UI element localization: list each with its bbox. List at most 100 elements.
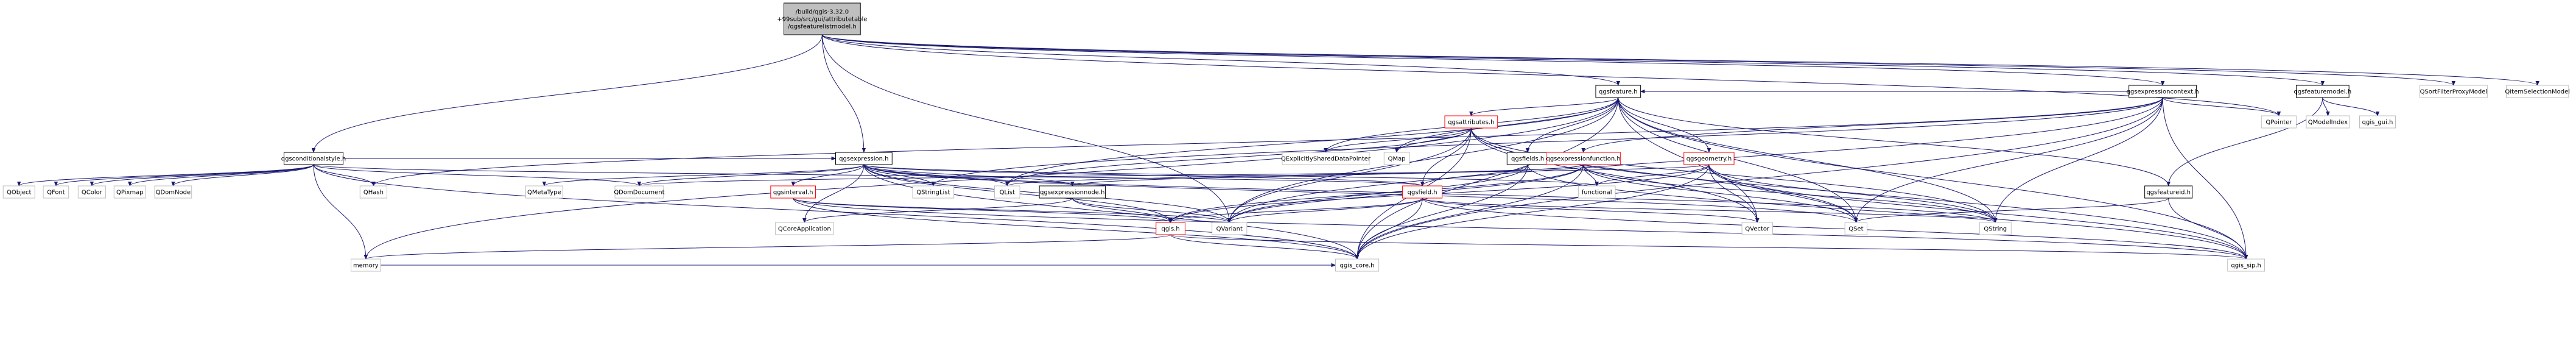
edge-qgsconditionalstyle_h-to-QColor bbox=[92, 164, 314, 187]
node-qgis-h[interactable]: qgis.h bbox=[1156, 222, 1185, 235]
node-box bbox=[1444, 115, 1498, 129]
edge-qgsgeometry_h-to-qgis_core_h bbox=[1357, 164, 1710, 259]
node-label: qgsfield.h bbox=[1408, 190, 1437, 196]
node-qvector[interactable]: QVector bbox=[1741, 222, 1773, 235]
node-functional[interactable]: functional bbox=[1578, 185, 1616, 199]
node-label: qgsfeaturemodel.h bbox=[2294, 89, 2352, 96]
node-qexplicitlyshareddatapointer[interactable]: QExplicitlySharedDataPointer bbox=[1281, 152, 1371, 165]
edge-qgsattributes_h-to-QVariant bbox=[1229, 127, 1472, 222]
node-label: QMetaType bbox=[527, 190, 561, 196]
edge-qgsexpressioncontext_h-to-QHash bbox=[373, 97, 2163, 186]
edge-qgis_h-to-memory bbox=[366, 234, 1171, 260]
edges-layer bbox=[19, 34, 2537, 265]
node-label: qgsexpressionfunction.h bbox=[1546, 156, 1620, 163]
edge-qgsexpressionnode_h-to-QCoreApplication bbox=[804, 197, 1073, 223]
node-qmodelindex[interactable]: QModelIndex bbox=[2306, 115, 2350, 129]
node-label: memory bbox=[353, 263, 379, 269]
node-qgsinterval-h[interactable]: qgsinterval.h bbox=[770, 185, 816, 199]
node-label: qgsinterval.h bbox=[773, 190, 813, 196]
node-qgsexpression-h[interactable]: qgsexpression.h bbox=[835, 152, 893, 165]
edge-root-to-qgsconditionalstyle_h bbox=[314, 34, 823, 152]
node-qgis-core-h[interactable]: qgis_core.h bbox=[1335, 258, 1380, 272]
node-box bbox=[1383, 152, 1410, 165]
edge-qgsfield_h-to-qgis_core_h bbox=[1357, 197, 1423, 259]
edge-qgsexpression_h-to-qgsfield_h bbox=[863, 164, 1422, 187]
node-qstring[interactable]: QString bbox=[1979, 222, 2012, 235]
node-qgsfeaturemodel-h[interactable]: qgsfeaturemodel.h bbox=[2294, 85, 2352, 98]
node-qobject[interactable]: QObject bbox=[2, 185, 35, 199]
node-qpixmap[interactable]: QPixmap bbox=[113, 185, 146, 199]
node-qgis-sip-h[interactable]: qgis_sip.h bbox=[2227, 258, 2265, 272]
edge-qgsexpression_h-to-qgsinterval_h bbox=[793, 164, 865, 187]
node-box bbox=[359, 185, 388, 199]
edge-qgsfield_h-to-qgis_sip_h bbox=[1422, 197, 2246, 260]
node-qset[interactable]: QSet bbox=[1844, 222, 1868, 235]
node-qstringlist[interactable]: QStringList bbox=[912, 185, 955, 199]
edge-qgsexpression_h-to-functional bbox=[863, 164, 1597, 187]
node-qgsfields-h[interactable]: qgsfields.h bbox=[1506, 152, 1549, 165]
edge-qgsattributes_h-to-QList bbox=[1007, 127, 1472, 187]
node-qgsexpressioncontext-h[interactable]: qgsexpressioncontext.h bbox=[2127, 85, 2199, 98]
node-box bbox=[784, 2, 861, 35]
edge-qgsfields_h-to-qgsfield_h bbox=[1422, 164, 1528, 187]
edge-qgsexpressionfunction_h-to-qgis_h bbox=[1171, 164, 1584, 223]
node-qpointer[interactable]: QPointer bbox=[2261, 115, 2297, 129]
edge-qgsattributes_h-to-QVector bbox=[1470, 127, 1757, 222]
node-qgsexpressionnode-h[interactable]: qgsexpressionnode.h bbox=[1039, 185, 1106, 199]
node-label: QColor bbox=[82, 190, 103, 196]
node-box bbox=[1844, 222, 1868, 235]
node-box bbox=[43, 185, 69, 199]
edge-qgsattributes_h-to-QExplicitlySharedDataPointer bbox=[1325, 127, 1472, 153]
node-box bbox=[154, 185, 192, 199]
edge-qgsgeometry_h-to-QVector bbox=[1708, 164, 1757, 222]
node-qgsfeature-h[interactable]: qgsfeature.h bbox=[1595, 85, 1641, 98]
node-qfont[interactable]: QFont bbox=[43, 185, 69, 199]
node-qvariant[interactable]: QVariant bbox=[1212, 222, 1248, 235]
edge-qgsfeaturemodel_h-to-QModelIndex bbox=[2322, 97, 2328, 116]
node-box bbox=[1156, 222, 1185, 235]
node-box bbox=[525, 185, 563, 199]
node-qgsexpressionfunction-h[interactable]: qgsexpressionfunction.h bbox=[1545, 152, 1621, 165]
edge-qgsfeature_h-to-QMap bbox=[1397, 97, 1619, 153]
node-root[interactable]: /build/qgis-3.32.0+99sub/src/gui/attribu… bbox=[777, 2, 867, 35]
node-qcoreapplication[interactable]: QCoreApplication bbox=[775, 222, 834, 235]
node-box bbox=[2306, 115, 2350, 129]
edge-qgsexpressionfunction_h-to-QSet bbox=[1583, 164, 1856, 223]
node-label: QHash bbox=[363, 190, 384, 196]
node-qdomdocument[interactable]: QDomDocument bbox=[614, 185, 665, 199]
node-qitemselectionmodel[interactable]: QItemSelectionModel bbox=[2505, 85, 2570, 98]
node-qcolor[interactable]: QColor bbox=[77, 185, 106, 199]
node-label: QVector bbox=[1745, 226, 1770, 233]
node-qmap[interactable]: QMap bbox=[1383, 152, 1410, 165]
node-label: QDomNode bbox=[156, 190, 191, 196]
node-box bbox=[2359, 115, 2396, 129]
edge-qgsconditionalstyle_h-to-QDomDocument bbox=[313, 164, 639, 187]
edge-qgsconditionalstyle_h-to-QPixmap bbox=[130, 164, 314, 187]
edge-root-to-qgsexpressioncontext_h bbox=[821, 34, 2163, 86]
node-box bbox=[2129, 85, 2197, 98]
edge-qgsinterval_h-to-qgis_h bbox=[793, 197, 1171, 223]
edge-qgsfeatureid_h-to-QSet bbox=[1856, 197, 2169, 223]
edge-root-to-QVariant bbox=[821, 34, 1229, 222]
node-qgsconditionalstyle-h[interactable]: qgsconditionalstyle.h bbox=[281, 152, 346, 165]
node-qgsgeometry-h[interactable]: qgsgeometry.h bbox=[1683, 152, 1735, 165]
node-qgis-gui-h[interactable]: qgis_gui.h bbox=[2359, 115, 2396, 129]
node-qgsfeatureid-h[interactable]: qgsfeatureid.h bbox=[2144, 185, 2193, 199]
node-qgsattributes-h[interactable]: qgsattributes.h bbox=[1444, 115, 1498, 129]
node-qhash[interactable]: QHash bbox=[359, 185, 388, 199]
edge-qgsexpression_h-to-QCoreApplication bbox=[804, 164, 865, 222]
node-box bbox=[1402, 185, 1443, 199]
edge-qgsexpressionnode_h-to-qgis_h bbox=[1072, 197, 1170, 223]
node-box bbox=[770, 185, 816, 199]
edge-qgsexpressionfunction_h-to-qgis_core_h bbox=[1357, 164, 1584, 259]
node-box bbox=[2, 185, 35, 199]
edge-qgsfeature_h-to-qgsfeatureid_h bbox=[1618, 97, 2169, 186]
edge-qgsfeature_h-to-QSet bbox=[1618, 97, 1856, 222]
node-qdomnode[interactable]: QDomNode bbox=[154, 185, 192, 199]
node-qlist[interactable]: QList bbox=[994, 185, 1020, 199]
node-label: qgsfeature.h bbox=[1599, 89, 1638, 96]
node-memory[interactable]: memory bbox=[351, 258, 381, 272]
node-qsortfilterproxymodel[interactable]: QSortFilterProxyModel bbox=[2419, 85, 2488, 98]
node-qgsfield-h[interactable]: qgsfield.h bbox=[1402, 185, 1443, 199]
node-qmetatype[interactable]: QMetaType bbox=[525, 185, 563, 199]
